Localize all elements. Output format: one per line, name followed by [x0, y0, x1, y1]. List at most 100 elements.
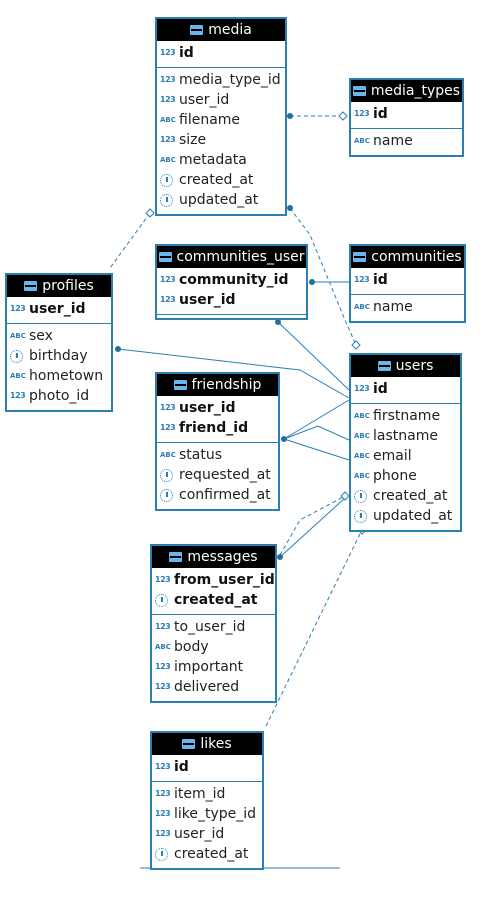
table-title: media_types: [370, 83, 461, 99]
text-icon: ABC: [10, 331, 26, 340]
column-name: user_id: [179, 400, 236, 416]
column-likes-created-at[interactable]: created_at: [152, 844, 262, 864]
link-end-diamond: [338, 111, 348, 121]
table-header[interactable]: media_types: [351, 80, 462, 102]
column-media-updated-at[interactable]: updated_at: [157, 190, 285, 210]
text-key-icon: ABC: [354, 471, 370, 480]
column-name: firstname: [373, 408, 441, 424]
text-icon: ABC: [354, 411, 370, 420]
column-name: delivered: [174, 679, 240, 695]
link-profiles-users: [117, 348, 350, 399]
table-header[interactable]: communities: [351, 246, 464, 268]
table-header[interactable]: users: [351, 355, 460, 377]
column-media-created-at[interactable]: created_at: [157, 170, 285, 190]
numeric-key-icon: 123: [160, 275, 176, 284]
datetime-icon: [160, 468, 173, 482]
link-end-diamond: [145, 208, 155, 218]
table-icon: [169, 552, 183, 562]
table-header[interactable]: messages: [152, 546, 275, 568]
column-name: id: [179, 45, 194, 61]
column-name: requested_at: [179, 467, 271, 483]
column-name: user_id: [29, 301, 86, 317]
numeric-key-icon: 123: [10, 304, 26, 313]
column-name: id: [373, 381, 388, 397]
table-header[interactable]: profiles: [7, 275, 111, 297]
column-messages-created-at[interactable]: created_at: [152, 590, 275, 610]
numeric-key-icon: 123: [354, 384, 370, 393]
table-title: users: [395, 358, 434, 374]
table-header[interactable]: communities_user: [157, 246, 306, 268]
column-profiles-birthday[interactable]: birthday: [7, 346, 111, 366]
column-friendship-requested-at[interactable]: requested_at: [157, 465, 278, 485]
column-users-created-at[interactable]: created_at: [351, 486, 460, 506]
link-friendship-users-c: [283, 438, 350, 461]
table-icon: [377, 361, 391, 371]
column-name: size: [179, 132, 207, 148]
text-icon: ABC: [10, 371, 26, 380]
numeric-key-icon: 123: [155, 575, 171, 584]
text-icon: ABC: [354, 136, 370, 145]
column-friendship-confirmed-at[interactable]: confirmed_at: [157, 485, 278, 505]
link-messages-users-b: [279, 495, 346, 556]
link-messages-users-a: [279, 497, 346, 558]
table-header[interactable]: likes: [152, 733, 262, 755]
column-name: friend_id: [179, 420, 249, 436]
numeric-fk-icon: 123: [160, 75, 176, 84]
numeric-icon: 123: [155, 662, 171, 671]
table-header[interactable]: friendship: [157, 374, 278, 396]
column-name: created_at: [174, 846, 249, 862]
datetime-icon: [354, 489, 367, 503]
text-icon: ABC: [354, 302, 370, 311]
table-header[interactable]: media: [157, 19, 285, 41]
column-name: hometown: [29, 368, 104, 384]
datetime-key-icon: [155, 593, 168, 607]
table-title: profiles: [42, 278, 94, 294]
column-users-updated-at[interactable]: updated_at: [351, 506, 460, 526]
